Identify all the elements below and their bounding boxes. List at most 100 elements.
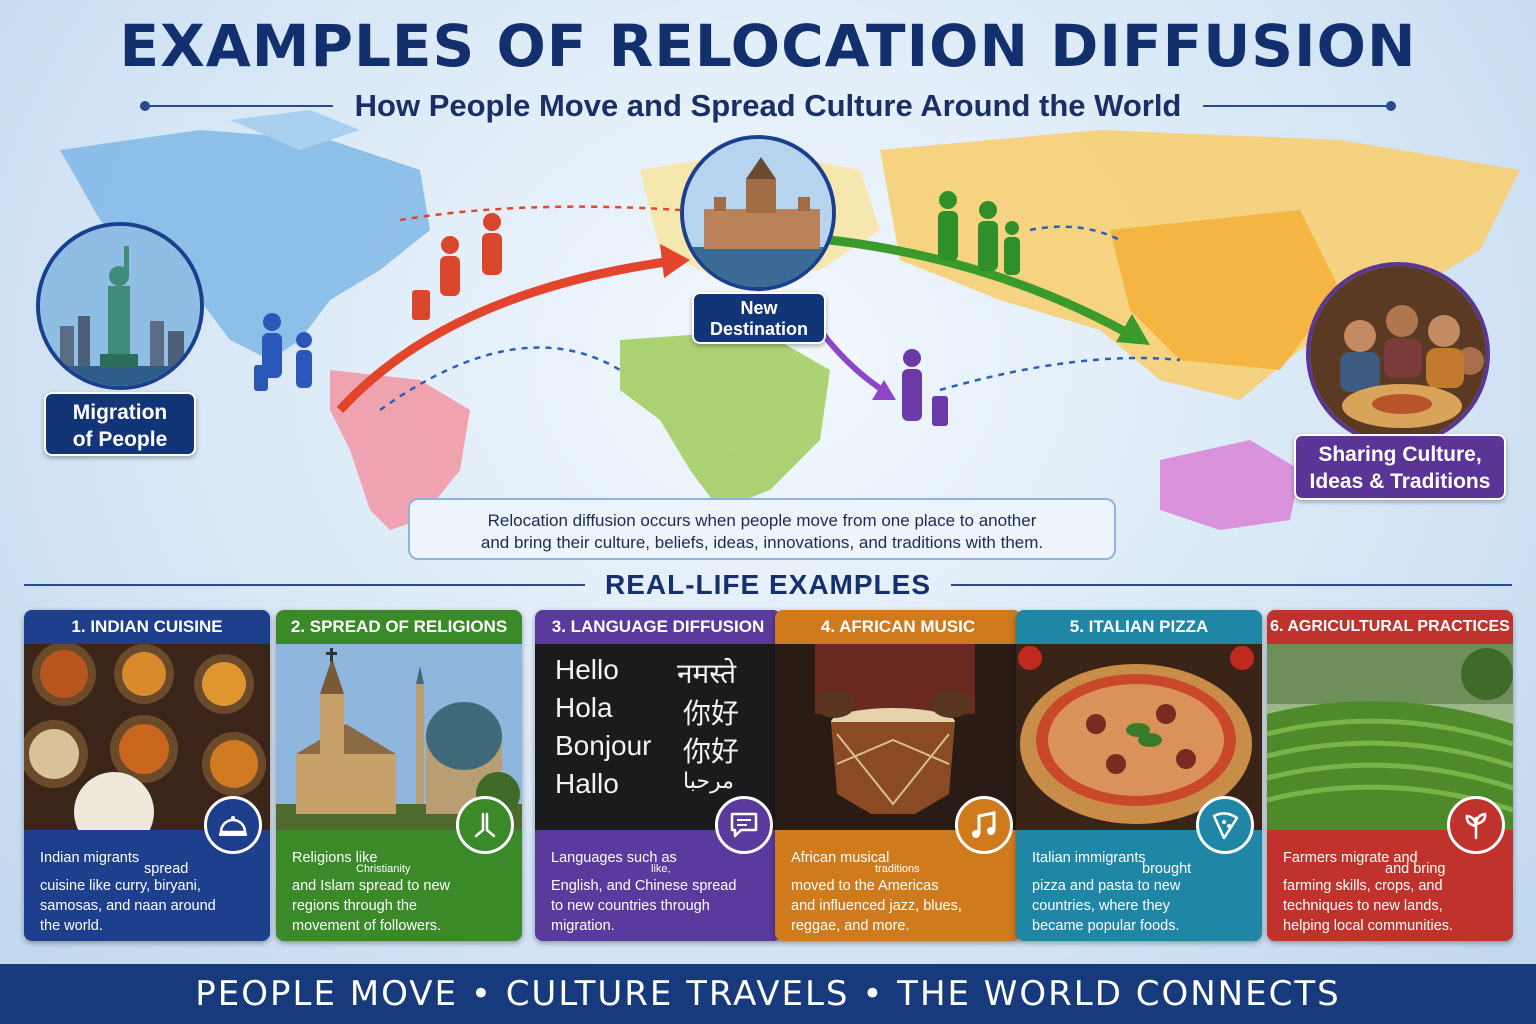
- page-subtitle: How People Move and Spread Culture Aroun…: [354, 88, 1182, 123]
- food-cloche-icon: [204, 796, 262, 854]
- migration-label: Migration of People: [44, 392, 196, 456]
- definition-line1: Relocation diffusion occurs when people …: [487, 511, 1037, 530]
- card-text-line: Languages such as: [551, 850, 677, 866]
- card-text-line: cuisine like curry, biryani,: [40, 878, 201, 894]
- card-text-line: regions through the: [292, 898, 417, 914]
- card-text-line: pizza and pasta to new: [1032, 878, 1181, 894]
- card-spread-of-religions: 2. SPREAD OF RELIGIONS Religions like Ch…: [276, 610, 522, 941]
- card-text-line: to new countries through: [551, 898, 710, 914]
- card-text-line: countries, where they: [1032, 898, 1170, 914]
- pizza-slice-icon: [1196, 796, 1254, 854]
- migrants-red-icon: [412, 213, 502, 320]
- greeting-hola: Hola: [555, 692, 613, 723]
- card-text-line: movement of followers.: [292, 918, 442, 934]
- card-text-line: like,: [651, 863, 671, 875]
- card-title: 3. LANGUAGE DIFFUSION: [551, 617, 765, 636]
- card-description: Italian immigrants brought pizza and pas…: [1016, 830, 1262, 941]
- destination-city-photo: [680, 135, 836, 291]
- card-text-line: moved to the Americas: [791, 878, 939, 894]
- card-text-line: spread: [144, 861, 189, 877]
- destination-label-line1: New: [740, 298, 778, 318]
- definition-line2: and bring their culture, beliefs, ideas,…: [480, 533, 1044, 552]
- card-title: 6. AGRICULTURAL PRACTICES: [1270, 618, 1510, 635]
- migrants-blue-icon: [254, 313, 312, 391]
- card-language-diffusion: 3. LANGUAGE DIFFUSION Hello Hola Bonjour…: [535, 610, 781, 941]
- praying-hands-icon: [456, 796, 514, 854]
- green-migration-arrow: [829, 235, 1143, 344]
- greeting-arabic: مرحبا: [683, 768, 734, 793]
- subtitle-divider-left: [140, 101, 333, 111]
- subtitle-divider-right: [1203, 101, 1397, 111]
- card-text-line: Christianity: [356, 863, 411, 875]
- card-text-line: migration.: [551, 918, 615, 934]
- card-italian-pizza: 5. ITALIAN PIZZA Italian immigrants brou…: [1016, 610, 1262, 941]
- africa-region: [620, 330, 830, 510]
- migration-label-line1: Migration: [72, 401, 168, 424]
- south-america-region: [330, 370, 470, 530]
- rice-terraces-photo: [1267, 644, 1513, 830]
- greeting-bonjour: Bonjour: [555, 730, 652, 761]
- migrant-purple-icon: [902, 349, 948, 426]
- destination-label-line2: Destination: [709, 319, 808, 339]
- card-text-line: and bring: [1385, 861, 1446, 877]
- sharing-label-line2: Ideas & Traditions: [1309, 470, 1491, 493]
- speech-bubble-icon: [715, 796, 773, 854]
- card-text-line: Farmers migrate and: [1283, 850, 1418, 866]
- card-text-line: and Islam spread to new: [292, 878, 450, 894]
- card-agricultural-practices: 6. AGRICULTURAL PRACTICES Farmers migrat…: [1267, 610, 1513, 941]
- sharing-label: Sharing Culture, Ideas & Traditions: [1294, 434, 1506, 500]
- card-title: 1. INDIAN CUISINE: [71, 617, 223, 636]
- card-indian-cuisine: 1. INDIAN CUISINE Indian migrants spread…: [24, 610, 270, 941]
- examples-header: REAL-LIFE EXAMPLES: [24, 568, 1513, 602]
- card-description: Languages such as like, English, and Chi…: [535, 830, 781, 941]
- purple-migration-arrow: [817, 328, 892, 398]
- subtitle-row: How People Move and Spread Culture Aroun…: [140, 86, 1397, 126]
- card-text-line: Indian migrants: [40, 850, 140, 866]
- migration-label-line2: of People: [72, 428, 168, 451]
- card-text-line: traditions: [875, 863, 920, 875]
- card-title: 4. AFRICAN MUSIC: [820, 617, 976, 636]
- footer-banner: PEOPLE MOVE • CULTURE TRAVELS • THE WORL…: [0, 964, 1536, 1024]
- greeting-hindi: नमस्ते: [677, 658, 737, 689]
- card-text-line: the world.: [40, 918, 103, 934]
- card-text-line: Italian immigrants: [1032, 850, 1146, 866]
- australia-region: [1160, 440, 1300, 530]
- destination-label: New Destination: [692, 292, 826, 344]
- examples-divider-right: [951, 584, 1513, 586]
- card-description: Indian migrants spread cuisine like curr…: [24, 830, 270, 941]
- card-title: 2. SPREAD OF RELIGIONS: [290, 617, 508, 636]
- page-title: EXAMPLES OF RELOCATION DIFFUSION: [119, 12, 1417, 80]
- card-text-line: English, and Chinese spread: [551, 878, 737, 894]
- card-description: African musical traditions moved to the …: [775, 830, 1021, 941]
- north-america-region: [60, 130, 430, 360]
- card-african-music: 4. AFRICAN MUSIC African musical traditi…: [775, 610, 1021, 941]
- card-text-line: became popular foods.: [1032, 918, 1180, 934]
- plant-leaf-icon: [1447, 796, 1505, 854]
- greeting-hallo: Hallo: [555, 768, 619, 799]
- card-text-line: farming skills, crops, and: [1283, 878, 1443, 894]
- card-description: Farmers migrate and and bring farming sk…: [1267, 830, 1513, 941]
- card-text-line: reggae, and more.: [791, 918, 910, 934]
- card-text-line: brought: [1142, 861, 1192, 877]
- card-text-line: samosas, and naan around: [40, 898, 216, 914]
- card-description: Religions like Christianity and Islam sp…: [276, 830, 522, 941]
- card-text-line: Religions like: [292, 850, 378, 866]
- card-text-line: and influenced jazz, blues,: [791, 898, 962, 914]
- card-title: 5. ITALIAN PIZZA: [1069, 617, 1209, 636]
- greeting-hello: Hello: [555, 654, 619, 685]
- shared-meal-photo: [1306, 262, 1490, 446]
- sharing-label-line1: Sharing Culture,: [1318, 443, 1482, 466]
- migrants-green-icon: [938, 191, 1020, 275]
- greeting-chinese-2: 你好: [683, 736, 740, 767]
- card-text-line: African musical: [791, 850, 890, 866]
- greeting-chinese-1: 你好: [683, 698, 740, 729]
- red-migration-arrow: [336, 255, 681, 414]
- statue-of-liberty-photo: [36, 222, 204, 390]
- card-text-line: helping local communities.: [1283, 918, 1454, 934]
- examples-divider-left: [24, 584, 585, 586]
- music-note-icon: [955, 796, 1013, 854]
- examples-title: REAL-LIFE EXAMPLES: [605, 569, 932, 600]
- card-text-line: techniques to new lands,: [1283, 898, 1443, 914]
- definition-box: Relocation diffusion occurs when people …: [408, 498, 1116, 560]
